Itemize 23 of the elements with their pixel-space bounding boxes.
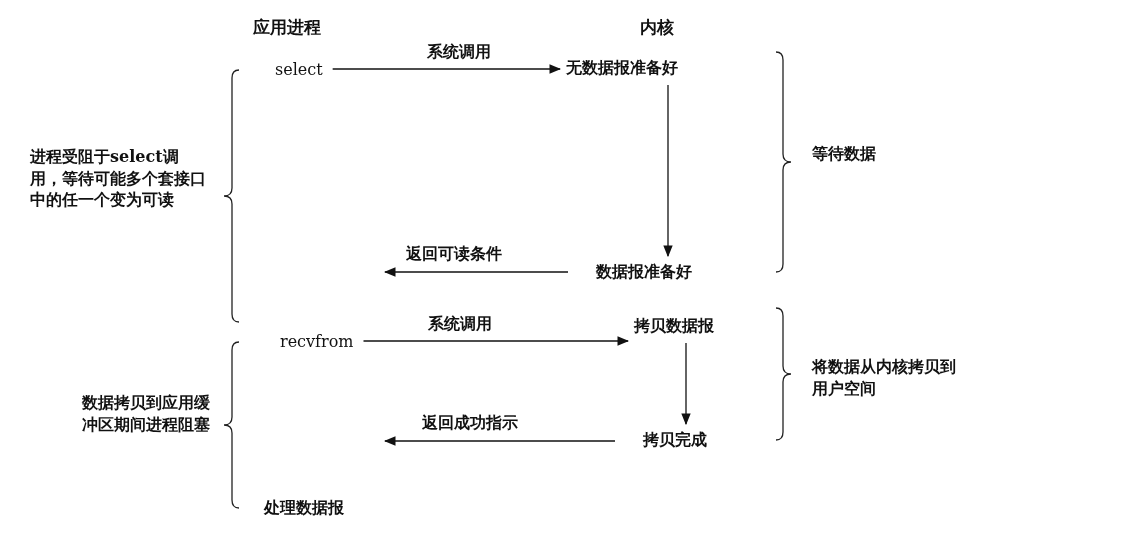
arrow <box>383 436 616 446</box>
edge-label: 系统调用 <box>426 314 494 335</box>
annotation-text: 数据拷贝到应用缓冲区期间进程阻塞 <box>82 392 211 436</box>
step-text: 拷贝完成 <box>643 430 707 451</box>
annotation-text: 处理数据报 <box>264 497 344 519</box>
annotation-text: 进程受阻于select调用，等待可能多个套接口中的任一个变为可读 <box>30 146 207 211</box>
arrow <box>362 336 630 346</box>
step-text: select <box>275 60 323 79</box>
step-text: 拷贝数据报 <box>634 316 714 337</box>
step-text: 无数据报准备好 <box>566 58 678 79</box>
edge-label: 返回可读条件 <box>404 244 504 265</box>
step-text: 数据报准备好 <box>596 262 692 283</box>
arrow <box>332 64 562 74</box>
column-heading: 应用进程 <box>253 16 321 39</box>
arrow <box>663 84 673 258</box>
annotation-text: 等待数据 <box>812 143 876 165</box>
column-heading: 内核 <box>640 16 674 39</box>
edge-label: 系统调用 <box>425 42 493 63</box>
arrow <box>383 267 569 277</box>
edge-label: 返回成功指示 <box>420 413 520 434</box>
step-text: recvfrom <box>280 332 354 351</box>
annotation-text: 将数据从内核拷贝到用户空间 <box>812 356 957 400</box>
arrow <box>681 342 691 426</box>
